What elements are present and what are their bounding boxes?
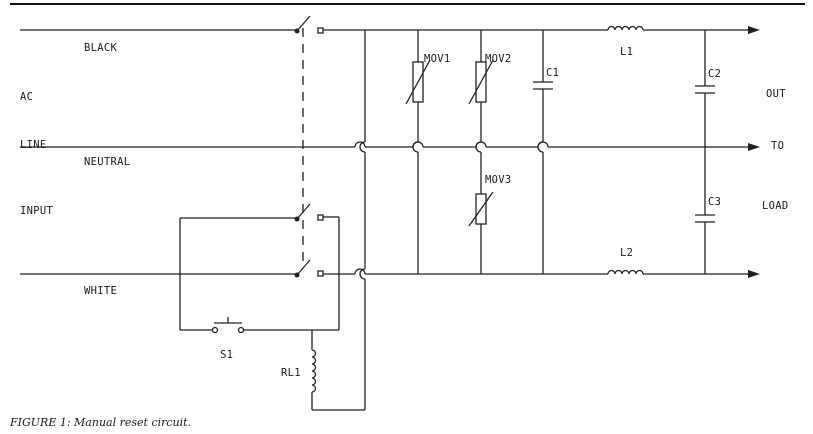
s1-pushbutton — [180, 317, 339, 334]
label-rl1: RL1 — [281, 367, 301, 379]
top-rule — [10, 3, 805, 5]
label-mov3: MOV3 — [485, 174, 512, 186]
label-white: WHITE — [84, 285, 118, 297]
c1-capacitor — [533, 30, 553, 274]
label-l1: L1 — [620, 46, 634, 58]
label-black: BLACK — [84, 42, 118, 54]
c2-c3-capacitors — [695, 30, 715, 274]
black-wire — [20, 15, 760, 34]
label-mov1: MOV1 — [424, 53, 451, 65]
figure-caption: FIGURE 1: Manual reset circuit. — [10, 416, 192, 429]
label-line: LINE — [20, 139, 47, 151]
label-c3: C3 — [708, 196, 722, 208]
label-c2: C2 — [708, 68, 722, 80]
label-to: TO — [771, 140, 785, 152]
label-s1: S1 — [220, 349, 234, 361]
label-out: OUT — [766, 88, 786, 100]
neutral-wire — [20, 141, 760, 151]
label-l2: L2 — [620, 247, 634, 259]
label-mov2: MOV2 — [485, 53, 512, 65]
rl1-coil — [311, 30, 366, 411]
label-input: INPUT — [20, 205, 54, 217]
label-load: LOAD — [762, 200, 789, 212]
label-ac: AC — [20, 91, 34, 103]
label-c1: C1 — [546, 67, 560, 79]
mov3 — [468, 191, 494, 274]
label-neutral: NEUTRAL — [84, 156, 131, 168]
mov1 — [405, 30, 431, 274]
mov2 — [468, 30, 494, 194]
latch-contact — [179, 203, 340, 330]
white-wire — [20, 259, 760, 278]
